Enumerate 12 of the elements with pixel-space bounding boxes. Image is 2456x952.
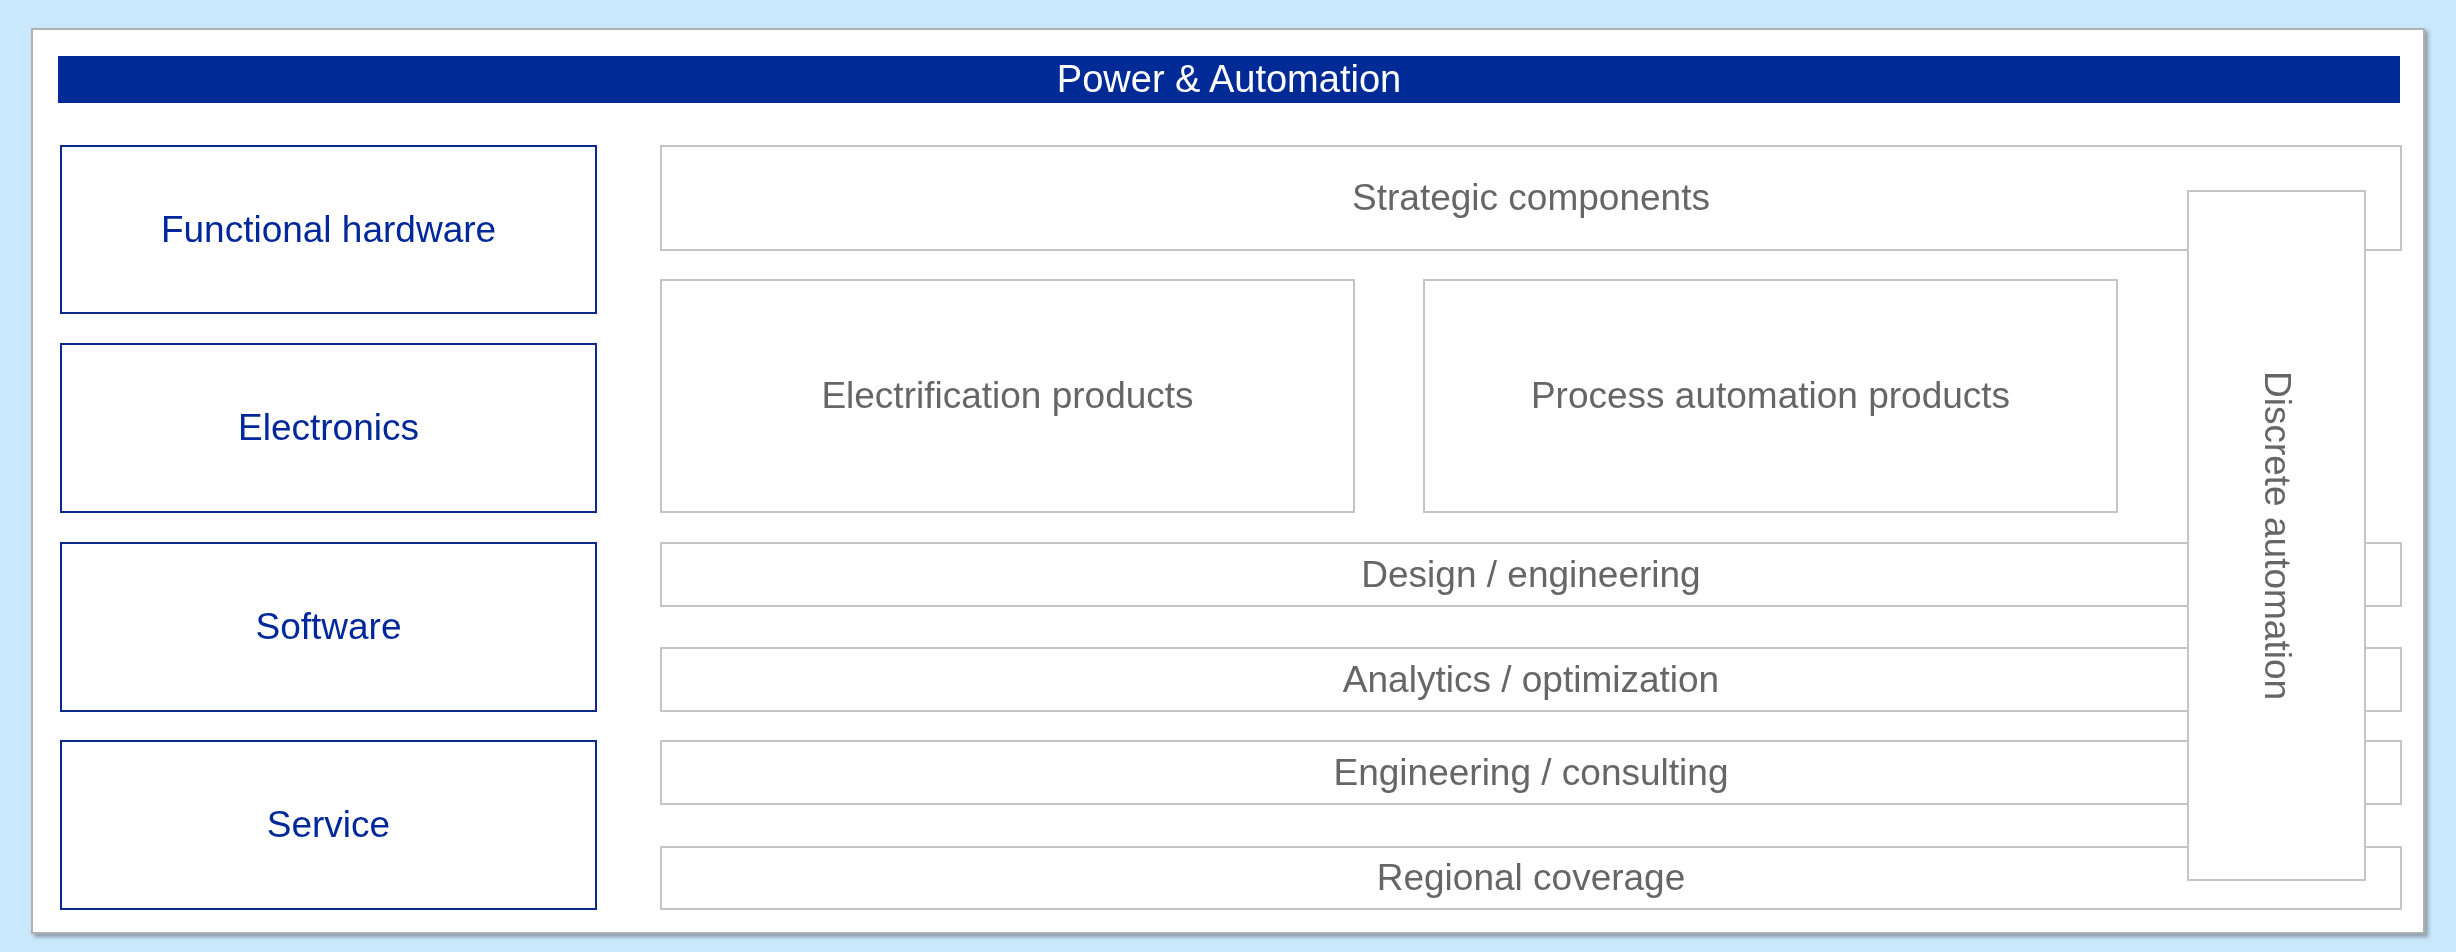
panel-card (31, 28, 2425, 934)
category-box: Service (60, 740, 597, 910)
category-box: Electronics (60, 343, 597, 513)
segment-box: Strategic components (660, 145, 2402, 251)
category-box: Functional hardware (60, 145, 597, 314)
category-box: Software (60, 542, 597, 712)
segment-box: Electrification products (660, 279, 1355, 513)
title-bar: Power & Automation (58, 56, 2400, 103)
segment-box: Regional coverage (660, 846, 2402, 910)
segment-box: Engineering / consulting (660, 740, 2402, 805)
segment-box: Process automation products (1423, 279, 2118, 513)
segment-box: Discrete automation (2187, 190, 2366, 881)
